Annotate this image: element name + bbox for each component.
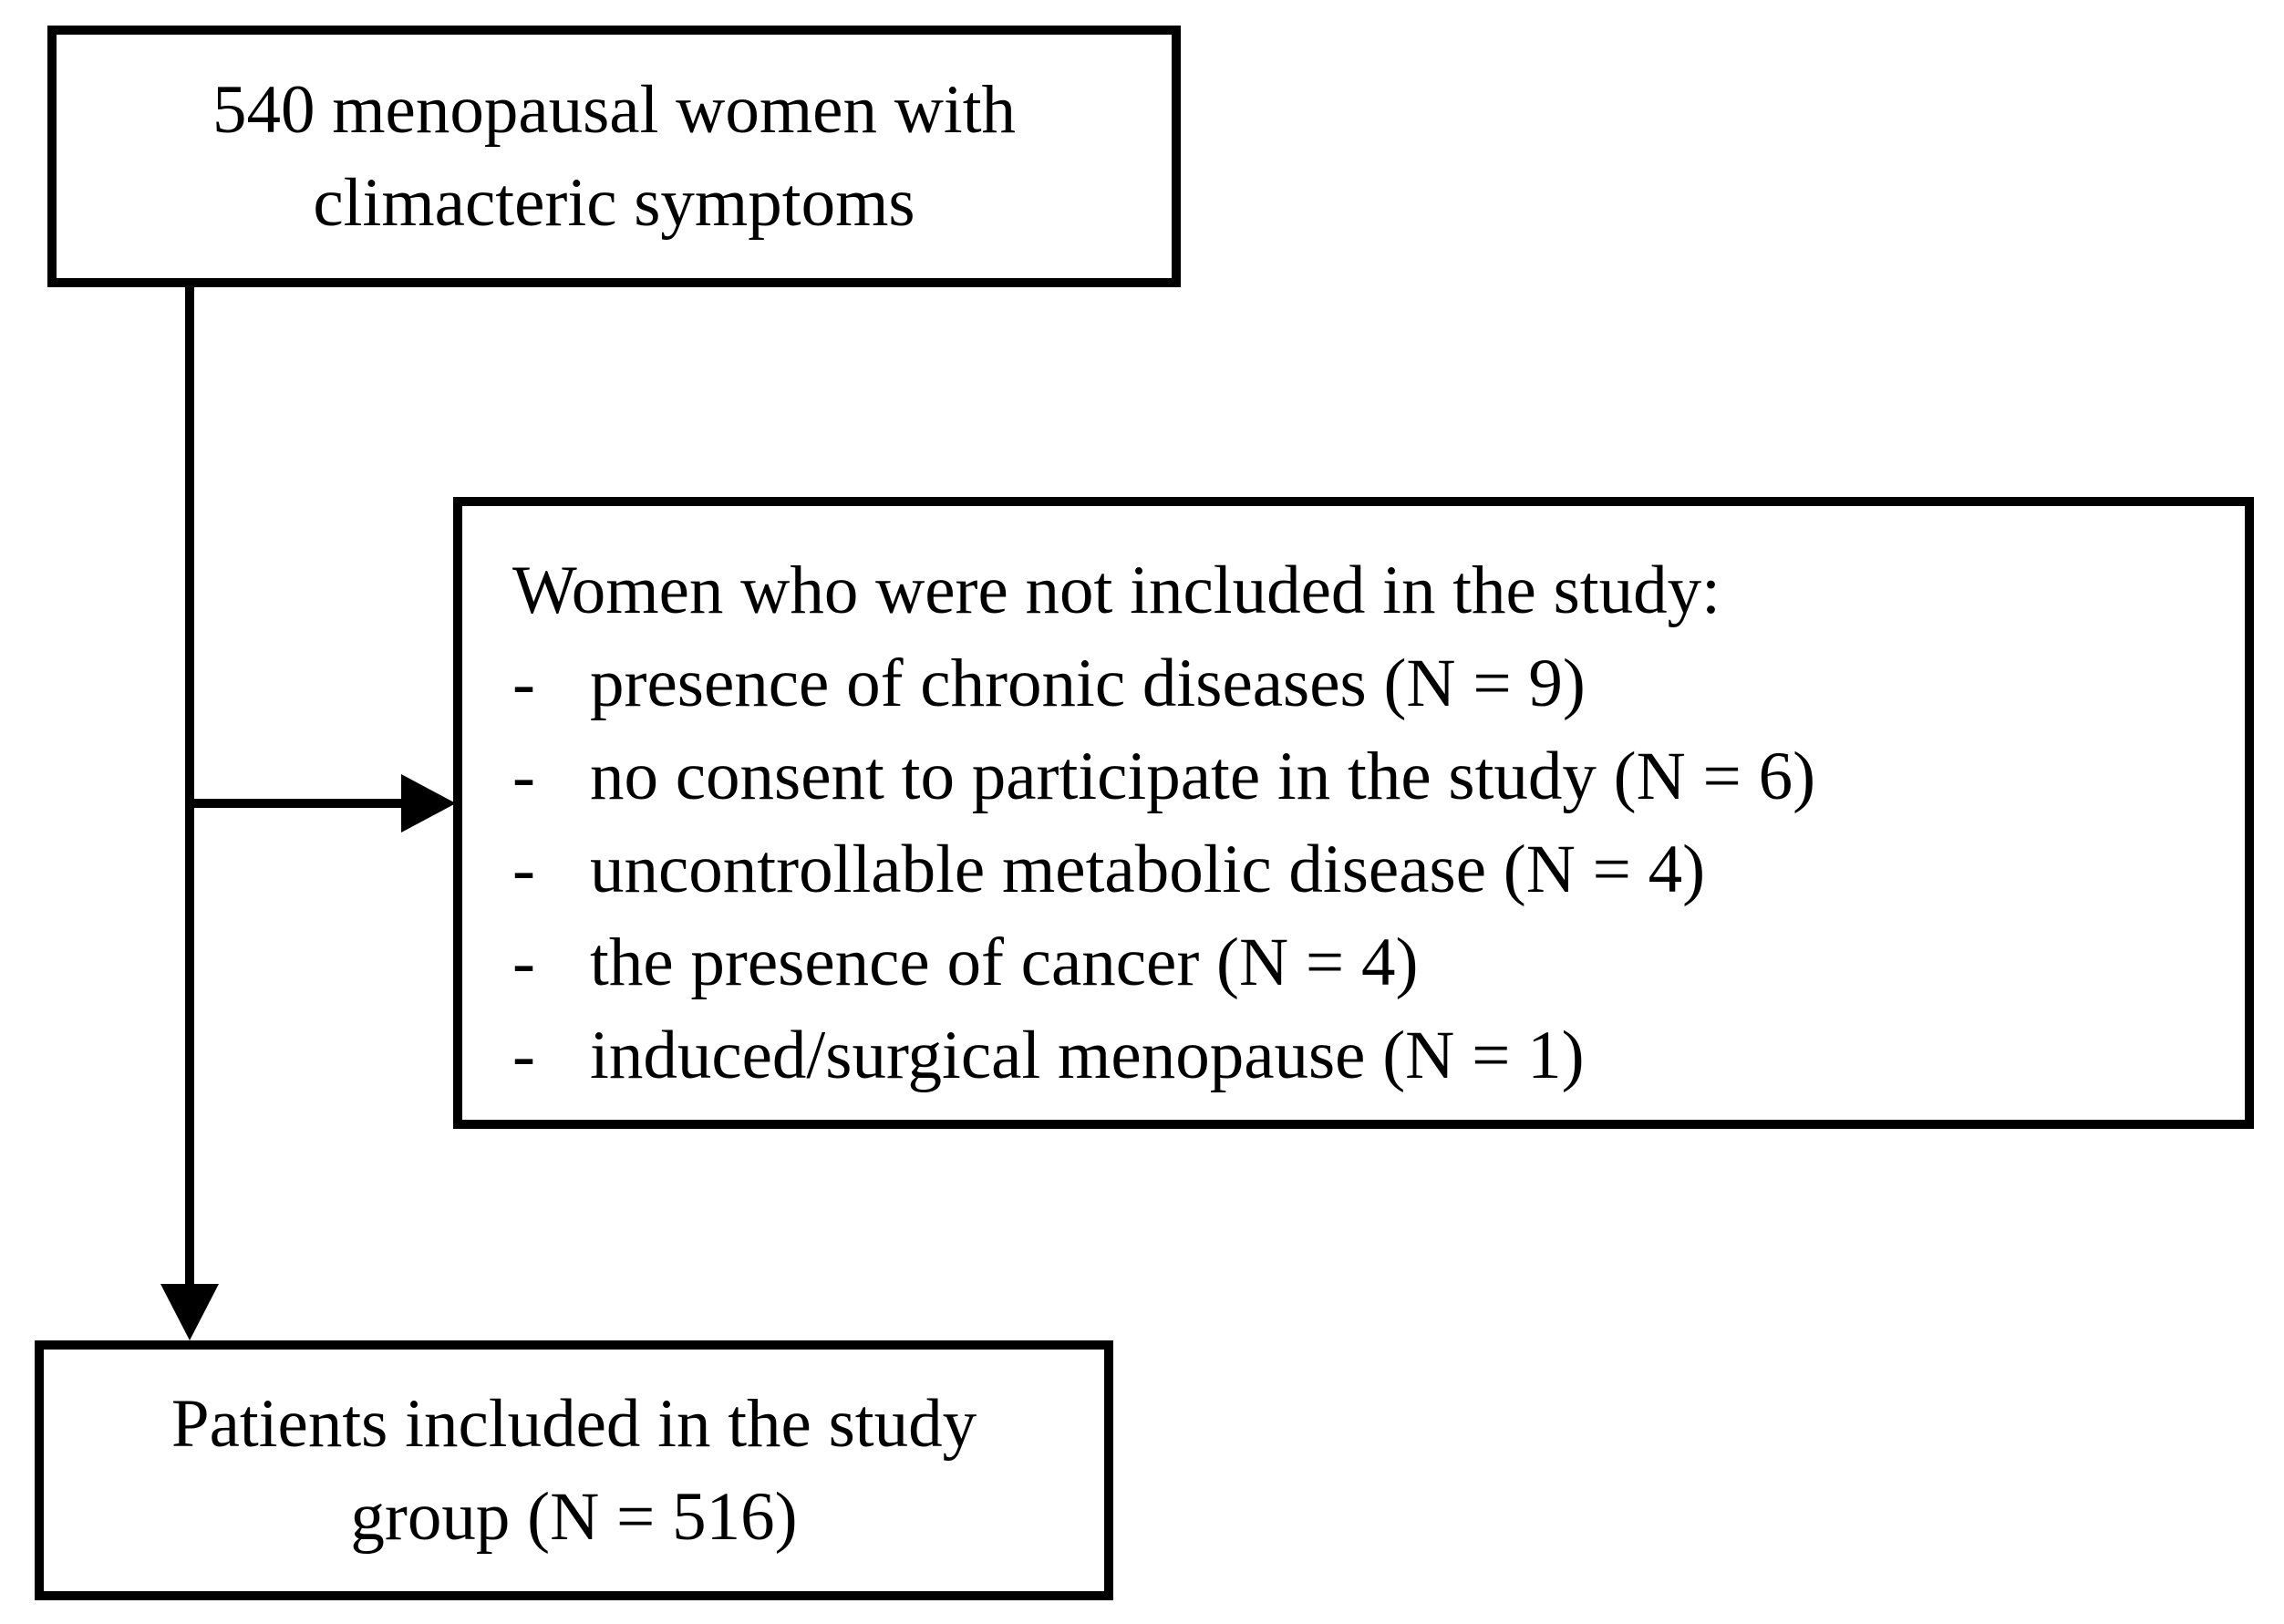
box-included-line1: Patients included in the study xyxy=(171,1385,977,1462)
exclusion-item-text: presence of chronic diseases (N = 9) xyxy=(590,646,1586,721)
exclusion-item: - uncontrollable metabolic disease (N = … xyxy=(512,823,2208,916)
exclusion-item: - the presence of cancer (N = 4) xyxy=(512,916,2208,1009)
exclusion-item-dash: - xyxy=(512,832,535,907)
box-excluded-women: Women who were not included in the study… xyxy=(453,497,2254,1129)
exclusion-item: - no consent to participate in the study… xyxy=(512,730,2208,823)
exclusion-item-dash: - xyxy=(512,739,535,814)
exclusion-list: - presence of chronic diseases (N = 9) -… xyxy=(512,637,2208,1102)
box-included-line2: group (N = 516) xyxy=(350,1478,798,1555)
box-total-line1: 540 menopausal women with xyxy=(212,71,1017,148)
exclusion-item-dash: - xyxy=(512,646,535,721)
exclusion-item-text: uncontrollable metabolic disease (N = 4) xyxy=(590,832,1706,907)
connector-vertical-line xyxy=(185,287,194,1288)
exclusion-item-text: the presence of cancer (N = 4) xyxy=(590,925,1419,1000)
arrowhead-down-icon xyxy=(160,1284,219,1340)
box-total-line2: climacteric symptoms xyxy=(313,164,915,241)
exclusion-item-text: no consent to participate in the study (… xyxy=(590,739,1816,814)
box-total-women: 540 menopausal women with climacteric sy… xyxy=(47,26,1181,287)
exclusion-item: - presence of chronic diseases (N = 9) xyxy=(512,637,2208,730)
exclusion-item: - induced/surgical menopause (N = 1) xyxy=(512,1009,2208,1102)
exclusion-item-dash: - xyxy=(512,1018,535,1093)
box-included-patients: Patients included in the study group (N … xyxy=(35,1340,1113,1600)
exclusion-heading: Women who were not included in the study… xyxy=(512,553,1721,628)
arrowhead-right-icon xyxy=(401,774,456,833)
exclusion-item-text: induced/surgical menopause (N = 1) xyxy=(590,1018,1585,1093)
exclusion-item-dash: - xyxy=(512,925,535,1000)
connector-horizontal-line xyxy=(190,799,403,808)
